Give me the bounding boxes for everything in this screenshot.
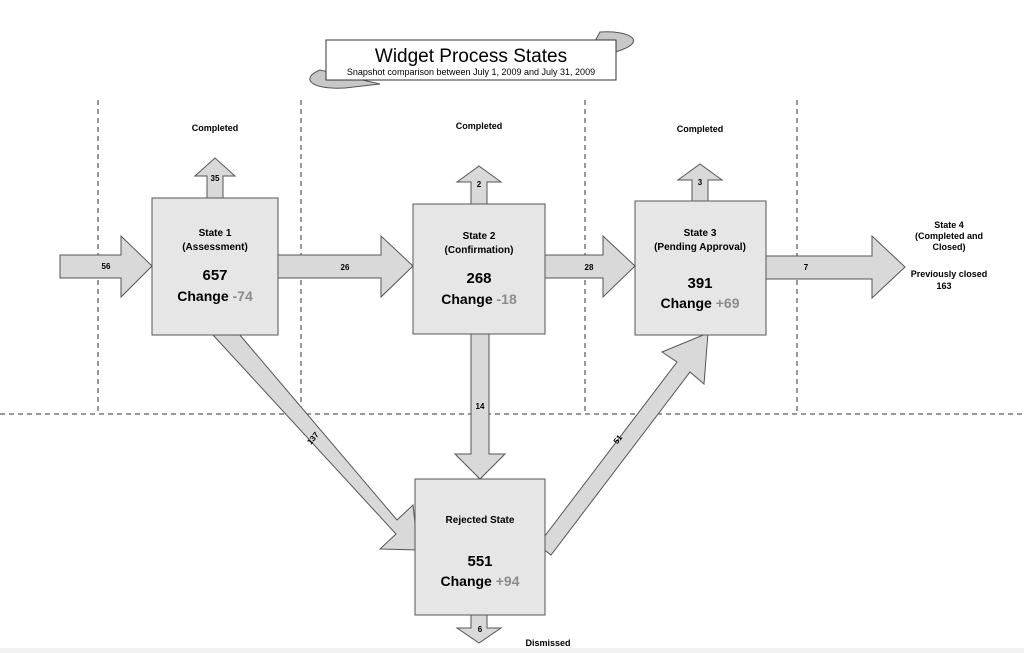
completed-label-state3: Completed <box>677 124 724 134</box>
rejected-count: 551 <box>467 553 492 570</box>
bottom-strip <box>0 648 1024 653</box>
arrow-state3-to-state4 <box>765 234 906 300</box>
state1-subtitle: (Assessment) <box>182 242 248 253</box>
flow-label-state3-to-state4: 7 <box>804 263 809 272</box>
state1-change-label: Change <box>177 288 229 304</box>
rejected-change-label: Change <box>441 573 493 589</box>
completed-label-state1: Completed <box>192 123 239 133</box>
rejected-change: Change +94 <box>441 573 520 589</box>
state2-name: State 2 <box>463 231 496 242</box>
state3-change-label: Change <box>661 295 713 311</box>
state3-change-value: +69 <box>716 295 740 311</box>
rejected-box-rect <box>414 478 546 616</box>
flow-label-dismissed: 6 <box>478 625 483 634</box>
dismissed-label: Dismissed <box>525 638 570 648</box>
arrow-state2-to-rejected <box>453 333 507 480</box>
state2-change-label: Change <box>441 291 493 307</box>
arrow-inflow <box>59 234 153 299</box>
state1-change-value: -74 <box>233 288 253 304</box>
state4-label-group: State 4 (Completed and Closed) Previousl… <box>911 220 988 291</box>
completed-label-state2: Completed <box>456 121 503 131</box>
state1-count: 657 <box>202 267 227 284</box>
previously-closed-count: 163 <box>936 281 951 291</box>
state2-change-value: -18 <box>497 291 517 307</box>
state1-change: Change -74 <box>177 288 253 304</box>
state2-subtitle: (Confirmation) <box>445 245 514 256</box>
state2-count: 268 <box>466 270 491 287</box>
state3-count: 391 <box>687 275 712 292</box>
flow-label-state2-to-rejected: 14 <box>476 402 485 411</box>
state3-subtitle: (Pending Approval) <box>654 242 746 253</box>
state1-name: State 1 <box>199 228 232 239</box>
arrow-state2-to-state3 <box>544 234 636 299</box>
arrow-state1-completed <box>193 157 237 199</box>
state4-line2: (Completed and <box>915 231 983 241</box>
state1-box: State 1 (Assessment) 657 Change -74 <box>151 197 279 336</box>
state3-box-rect <box>634 200 767 336</box>
flow-label-state2-completed: 2 <box>477 180 482 189</box>
arrow-state1-to-state2 <box>277 234 414 299</box>
flow-label-state2-to-state3: 28 <box>585 263 594 272</box>
rejected-change-value: +94 <box>496 573 520 589</box>
state4-line1: State 4 <box>934 220 964 230</box>
flow-label-inflow: 56 <box>102 262 111 271</box>
arrow-dismissed <box>455 614 503 644</box>
state4-line3: Closed) <box>932 242 965 252</box>
state2-box: State 2 (Confirmation) 268 Change -18 <box>412 203 546 335</box>
flow-label-state1-completed: 35 <box>211 174 220 183</box>
diagram-title: Widget Process States <box>375 46 567 67</box>
flow-label-state3-completed: 3 <box>698 178 703 187</box>
state2-box-rect <box>412 203 546 335</box>
state3-name: State 3 <box>684 228 717 239</box>
title-box <box>325 39 617 81</box>
state2-change: Change -18 <box>441 291 517 307</box>
state1-box-rect <box>151 197 279 336</box>
rejected-name: Rejected State <box>446 515 515 526</box>
arrow-state2-completed <box>455 165 503 205</box>
state3-box: State 3 (Pending Approval) 391 Change +6… <box>634 200 767 336</box>
title-banner: Widget Process States Snapshot compariso… <box>309 31 634 89</box>
diagram-subtitle: Snapshot comparison between July 1, 2009… <box>347 67 595 77</box>
previously-closed-label: Previously closed <box>911 269 988 279</box>
state3-change: Change +69 <box>661 295 740 311</box>
arrow-state3-completed <box>676 163 724 202</box>
rejected-state-box: Rejected State 551 Change +94 <box>414 478 546 616</box>
flow-label-state1-to-state2: 26 <box>341 263 350 272</box>
arrow-rejected-to-state3 <box>537 332 709 556</box>
